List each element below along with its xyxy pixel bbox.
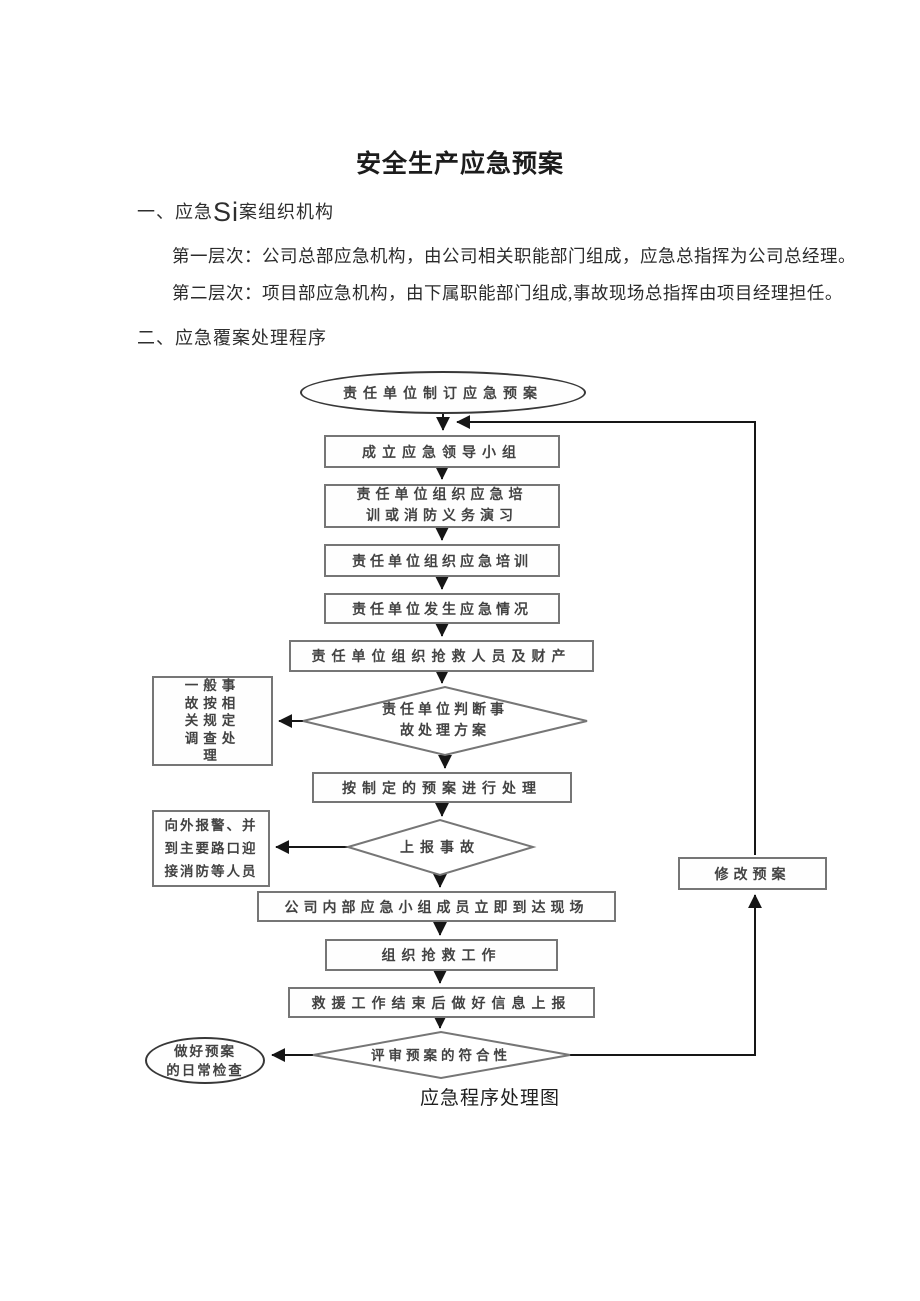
flow-step1-box: 成立应急领导小组 [324, 435, 560, 468]
document-title: 安全生产应急预案 [355, 151, 564, 178]
section1-heading-pre: 一、应急 [137, 202, 213, 222]
flow-decision1-label: 责任单位判断事 故处理方案 [382, 703, 508, 739]
flow-step3-box: 责任单位组织应急培训 [324, 544, 560, 577]
flow-step8-box: 组织抢救工作 [325, 939, 558, 971]
paragraph-level1: 第一层次：公司总部应急机构，由公司相关职能部门组成，应急总指挥为公司总经理。 [172, 246, 856, 266]
flow-side-general-accident-box: 一般事 故按相 关规定 调查处 理 [152, 676, 273, 766]
flow-decision3-label: 评审预案的符合性 [371, 1048, 511, 1063]
flow-step6-box: 按制定的预案进行处理 [312, 772, 572, 803]
flowchart-caption: 应急程序处理图 [419, 1088, 560, 1109]
flow-step7-box: 公司内部应急小组成员立即到达现场 [257, 891, 616, 922]
flow-end-ellipse: 做好预案 的日常检查 [145, 1037, 265, 1084]
flow-step9-box: 救援工作结束后做好信息上报 [288, 987, 595, 1018]
flow-decision2-label: 上报事故 [400, 841, 480, 856]
section2-heading: 二、应急覆案处理程序 [137, 328, 327, 348]
flow-start-ellipse: 责任单位制订应急预案 [300, 371, 586, 414]
section1-heading-latin: Si [213, 197, 240, 227]
flow-step2-box: 责任单位组织应急培 训或消防义务演习 [324, 484, 560, 528]
section1-heading: 一、应急Si案组织机构 [137, 197, 335, 227]
section1-heading-post: 案组织机构 [239, 202, 335, 222]
flow-step5-box: 责任单位组织抢救人员及财产 [289, 640, 594, 672]
paragraph-level2: 第二层次：项目部应急机构，由下属职能部门组成,事故现场总指挥由项目经理担任。 [172, 283, 843, 303]
flow-step4-box: 责任单位发生应急情况 [324, 593, 560, 624]
flow-modify-plan-box: 修改预案 [678, 857, 827, 890]
flow-side-report-police-box: 向外报警、并 到主要路口迎 接消防等人员 [152, 810, 270, 887]
